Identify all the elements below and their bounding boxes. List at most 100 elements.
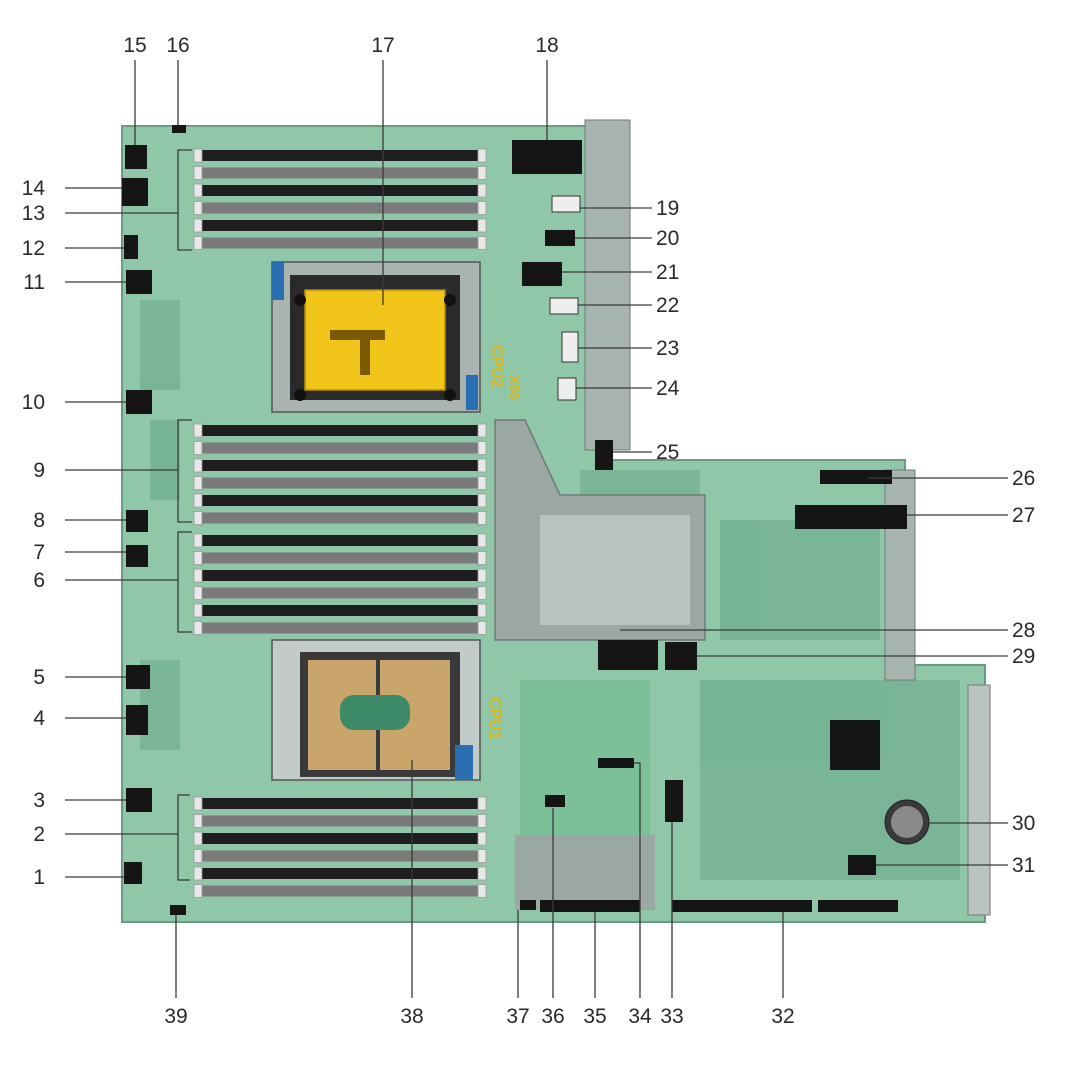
dimm-latch (193, 148, 203, 163)
callout-2: 2 (33, 823, 45, 846)
callout-1: 1 (33, 866, 45, 889)
callout-39: 39 (164, 1005, 187, 1028)
dimm-slot (200, 868, 480, 879)
dimm-slot (200, 885, 480, 897)
callout-35: 35 (583, 1005, 606, 1028)
dimm-latch (193, 586, 203, 600)
callout-3: 3 (33, 789, 45, 812)
dimm-slot (200, 425, 480, 436)
dimm-latch (193, 533, 203, 548)
cpu2-socket (271, 261, 481, 413)
dimm-latch (477, 476, 487, 490)
dimm-latch (193, 183, 203, 198)
dimm-latch (193, 849, 203, 863)
callout-18: 18 (535, 34, 558, 57)
callout-34: 34 (628, 1005, 652, 1028)
callout-28: 28 (1012, 619, 1035, 642)
callout-24: 24 (656, 377, 680, 400)
dimm-latch (477, 551, 487, 565)
dimm-latch (193, 236, 203, 250)
dimm-latch (193, 831, 203, 846)
callout-19: 19 (656, 197, 679, 220)
dimm-latch (193, 814, 203, 828)
dimm-latch (193, 423, 203, 438)
dimm-slot (200, 552, 480, 564)
dimm-latch (193, 458, 203, 473)
callout-labels: 1 2 3 4 5 6 7 8 9 10 11 12 13 14 15 16 1… (22, 34, 1036, 1028)
dimm-latch (477, 796, 487, 811)
leader-lines (65, 60, 1008, 998)
dimm-latch (477, 148, 487, 163)
dimm-slot (200, 442, 480, 454)
dimm-latch (477, 511, 487, 525)
callout-13: 13 (22, 202, 45, 225)
dimm-latch (477, 568, 487, 583)
dimm-slot (200, 570, 480, 581)
dimm-slot (200, 477, 480, 489)
dimm-latch (193, 493, 203, 508)
dimm-slot (200, 150, 480, 161)
dimm-latch (477, 441, 487, 455)
callout-17: 17 (371, 34, 394, 57)
dimm-slot (200, 833, 480, 844)
dimm-slot (200, 202, 480, 214)
dimm-latch (477, 183, 487, 198)
callout-27: 27 (1012, 504, 1035, 527)
dimm-latch (477, 533, 487, 548)
connectors (122, 125, 930, 915)
callout-25: 25 (656, 441, 679, 464)
cpu2-silk: CPU2 (488, 345, 505, 388)
dimm-latch (477, 423, 487, 438)
dimm-slots (193, 148, 487, 898)
dimm-slot (200, 535, 480, 546)
callout-23: 23 (656, 337, 679, 360)
dimm-slot (200, 460, 480, 471)
callout-5: 5 (33, 666, 45, 689)
callout-16: 16 (166, 34, 189, 57)
dimm-latch (193, 621, 203, 635)
dimm-slot (200, 220, 480, 231)
callout-11: 11 (23, 271, 45, 294)
dimm-latch (477, 586, 487, 600)
callout-33: 33 (660, 1005, 683, 1028)
callout-31: 31 (1012, 854, 1035, 877)
dimm-slot (200, 850, 480, 862)
dimm-slot (200, 587, 480, 599)
dimm-slot (200, 798, 480, 809)
dimm-latch (193, 476, 203, 490)
dimm-latch (193, 866, 203, 881)
callout-6: 6 (33, 569, 45, 592)
callout-15: 15 (123, 34, 146, 57)
dimm-latch (193, 441, 203, 455)
callout-9: 9 (33, 459, 45, 482)
dimm-latch (193, 166, 203, 180)
callout-22: 22 (656, 294, 679, 317)
dimm-latch (477, 166, 487, 180)
callout-14: 14 (22, 177, 46, 200)
callout-8: 8 (33, 509, 45, 532)
dimm-latch (193, 568, 203, 583)
dimm-slot (200, 237, 480, 249)
dimm-slot (200, 185, 480, 196)
callout-30: 30 (1012, 812, 1035, 835)
dimm-latch (193, 603, 203, 618)
dimm-latch (477, 493, 487, 508)
callout-21: 21 (656, 261, 679, 284)
dimm-latch (193, 551, 203, 565)
dimm-latch (477, 621, 487, 635)
callout-32: 32 (771, 1005, 794, 1028)
dimm-latch (477, 236, 487, 250)
dimm-latch (193, 796, 203, 811)
dimm-slot (200, 622, 480, 634)
cpu1-silk: CPU1 (486, 697, 503, 740)
dimm-latch (477, 603, 487, 618)
callout-29: 29 (1012, 645, 1035, 668)
dimm-slot (200, 815, 480, 827)
callout-36: 36 (541, 1005, 564, 1028)
callout-10: 10 (22, 391, 45, 414)
dimm-latch (477, 458, 487, 473)
callout-4: 4 (33, 707, 45, 730)
dimm-slot (200, 512, 480, 524)
callout-38: 38 (400, 1005, 423, 1028)
